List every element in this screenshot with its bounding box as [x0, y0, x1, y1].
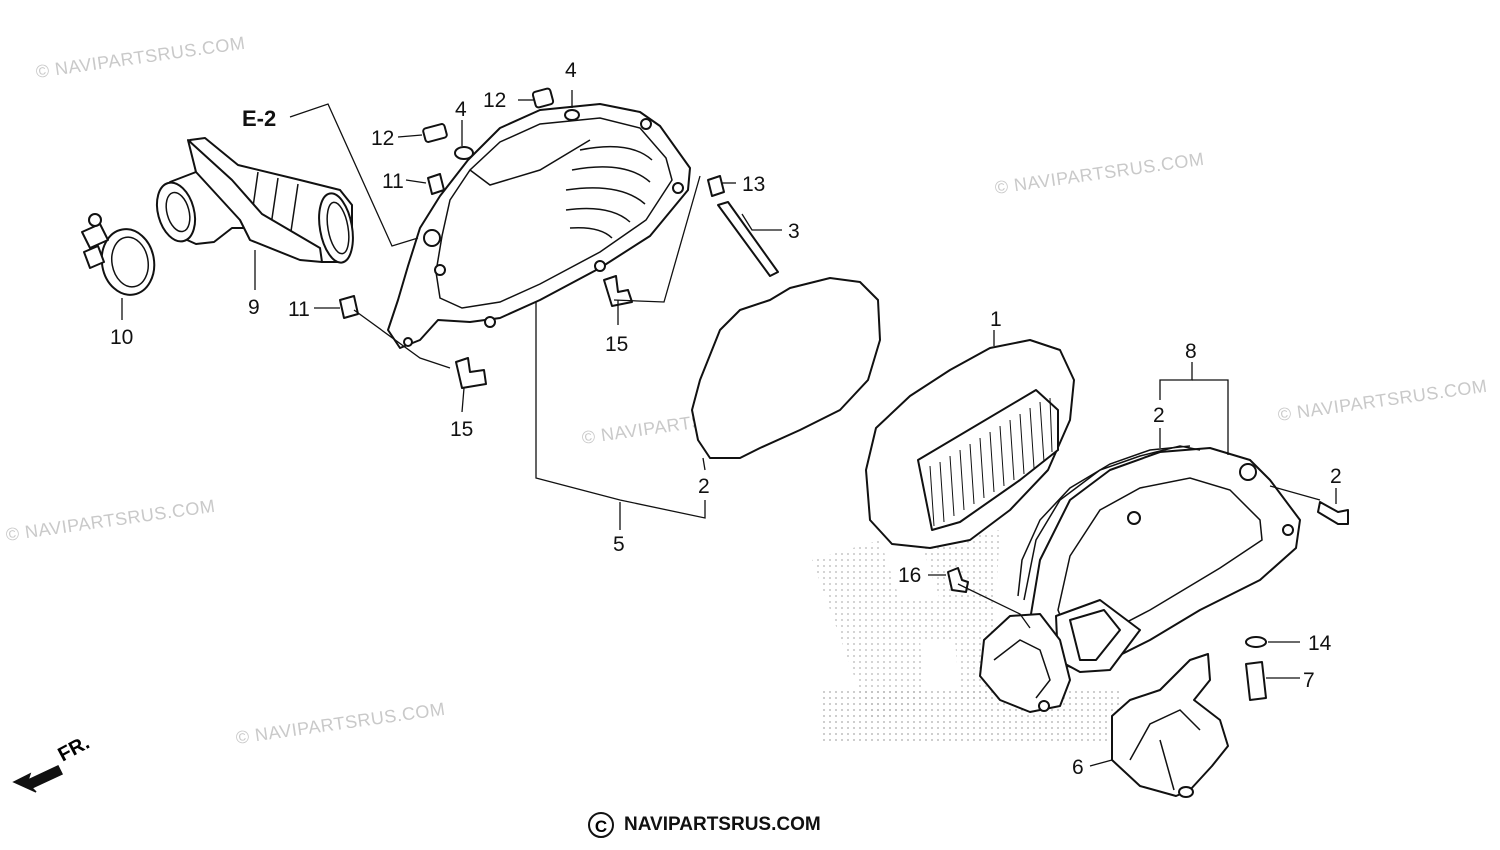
- callout-2: 2: [698, 475, 710, 498]
- footer-site: NAVIPARTSRUS.COM: [624, 814, 821, 835]
- part-hardware-right: [1245, 501, 1349, 701]
- part-air-cleaner-case: [387, 103, 691, 349]
- background-logo-text: [820, 690, 1120, 745]
- part-cover: [1023, 445, 1301, 673]
- part-intake-duct: [155, 137, 354, 264]
- callout-15: 15: [450, 418, 474, 441]
- front-direction-arrow: [12, 765, 64, 793]
- part-duct-lower: [947, 567, 1071, 713]
- callout-2: 2: [1153, 404, 1165, 427]
- callout-14: 14: [1308, 632, 1332, 655]
- callout-1: 1: [990, 308, 1002, 331]
- callout-12: 12: [371, 127, 395, 150]
- part-filter-element: [865, 339, 1075, 549]
- part-clamp-band: [81, 213, 156, 296]
- callout-12: 12: [483, 89, 507, 112]
- reference-label: E-2: [242, 106, 277, 131]
- part-gasket-left: [691, 277, 881, 459]
- callout-11: 11: [288, 298, 310, 321]
- copyright-icon: C: [588, 812, 614, 838]
- callout-15: 15: [605, 333, 629, 356]
- callout-10: 10: [110, 326, 134, 349]
- callout-16: 16: [898, 564, 922, 587]
- part-hardware: [339, 87, 779, 389]
- callout-7: 7: [1303, 669, 1315, 692]
- callout-9: 9: [248, 296, 260, 319]
- callout-6: 6: [1072, 756, 1084, 779]
- callout-11: 11: [382, 170, 404, 193]
- callout-13: 13: [742, 173, 766, 196]
- callout-2: 2: [1330, 465, 1342, 488]
- part-gasket-right: [1017, 445, 1191, 597]
- leader-lines: [121, 90, 1337, 767]
- footer: C NAVIPARTSRUS.COM: [588, 812, 821, 838]
- callout-3: 3: [788, 220, 800, 243]
- callout-8: 8: [1185, 340, 1197, 363]
- callout-4: 4: [455, 98, 467, 121]
- callout-4: 4: [565, 59, 577, 82]
- part-drain-case: [1111, 653, 1229, 798]
- callout-5: 5: [613, 533, 625, 556]
